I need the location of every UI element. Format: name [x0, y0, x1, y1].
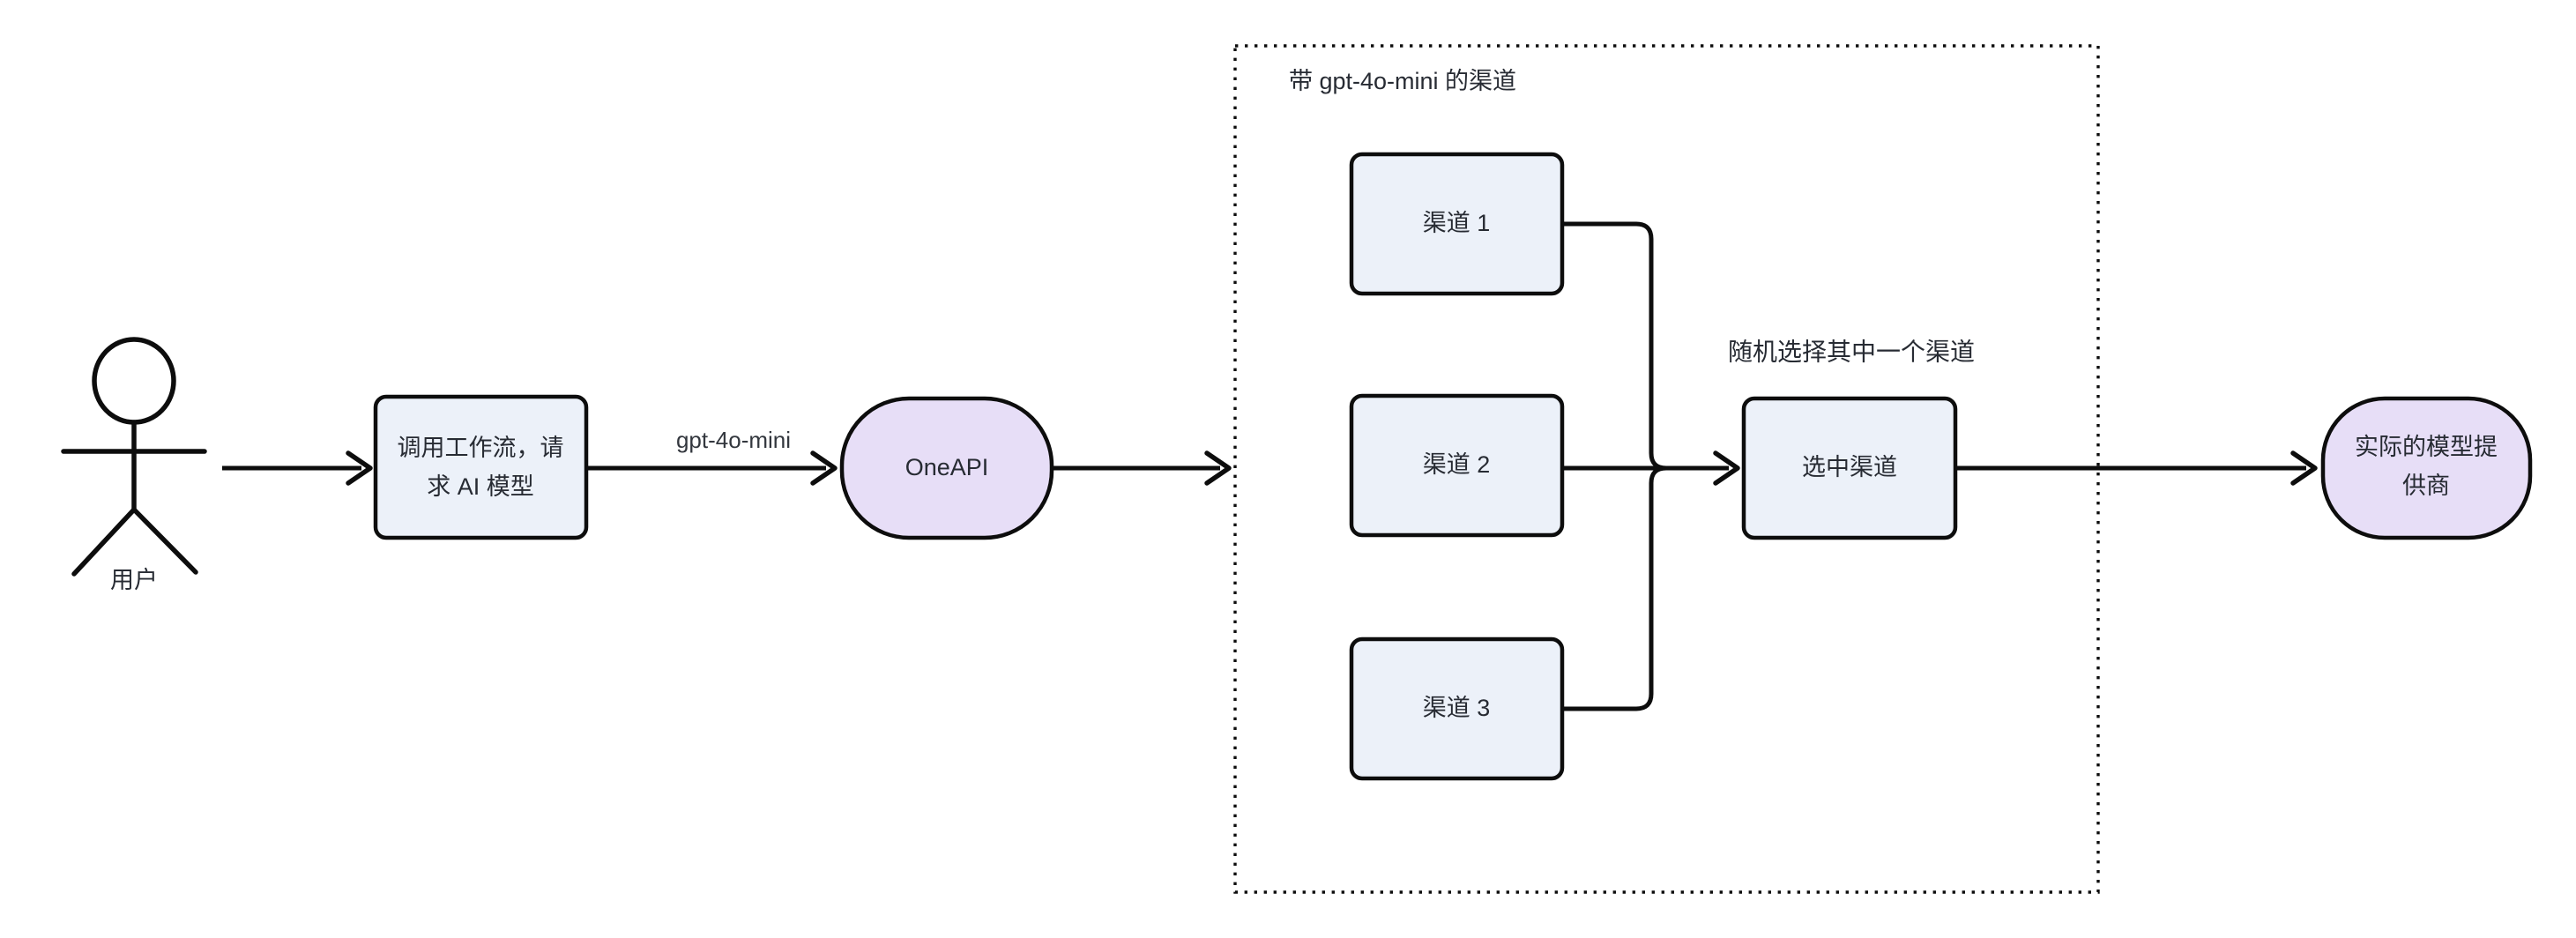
- edge-label-random-select: 随机选择其中一个渠道: [1728, 338, 1975, 365]
- node-provider-label-line1: 实际的模型提: [2355, 434, 2498, 460]
- node-oneapi: OneAPI: [839, 396, 1054, 540]
- node-workflow-box: [373, 394, 589, 540]
- edge-workflow-oneapi: gpt-4o-mini: [586, 427, 838, 486]
- actor-leg-right: [131, 507, 198, 575]
- actor-label: 用户: [110, 567, 158, 593]
- node-workflow: 调用工作流，请 求 AI 模型: [373, 394, 589, 540]
- node-selected: 选中渠道: [1741, 396, 1958, 540]
- edge-user-workflow: [222, 450, 373, 486]
- node-provider-shape: [2320, 396, 2533, 540]
- edge-channel1-merge: [1562, 221, 1667, 471]
- edge-selected-provider: [1955, 450, 2318, 486]
- node-oneapi-label: OneAPI: [905, 454, 989, 480]
- node-channel1-label: 渠道 1: [1423, 210, 1491, 236]
- edge-channel3-merge: [1562, 465, 1667, 711]
- subgraph-channels: 带 gpt-4o-mini 的渠道 渠道 1 渠道 2 渠道 3 随机选择其中一…: [1233, 44, 2100, 894]
- node-workflow-label-line2: 求 AI 模型: [427, 473, 534, 500]
- arrowhead-icon: [1204, 450, 1232, 486]
- node-provider: 实际的模型提 供商: [2320, 396, 2533, 540]
- actor-head: [92, 337, 176, 425]
- subgraph-title: 带 gpt-4o-mini 的渠道: [1289, 68, 1516, 94]
- arrowhead-icon: [810, 450, 838, 486]
- node-selected-label: 选中渠道: [1802, 454, 1897, 480]
- edge-label-model: gpt-4o-mini: [676, 427, 791, 453]
- node-channel3: 渠道 3: [1349, 636, 1565, 781]
- arrowhead-icon: [1713, 450, 1740, 486]
- node-channel3-label: 渠道 3: [1423, 695, 1491, 721]
- edge-oneapi-subgraph: [1052, 450, 1232, 486]
- node-channel2-label: 渠道 2: [1423, 451, 1491, 478]
- edge-channels-merge: [1562, 221, 1740, 711]
- arrowhead-icon: [346, 450, 373, 486]
- node-channel2-box: [1349, 393, 1565, 538]
- node-provider-label-line2: 供商: [2402, 473, 2450, 499]
- arrowhead-icon: [2290, 450, 2318, 486]
- node-workflow-label-line1: 调用工作流，请: [398, 435, 564, 461]
- actor-user: 用户: [61, 337, 207, 593]
- node-channel2: 渠道 2: [1349, 393, 1565, 538]
- actor-leg-left: [71, 507, 137, 577]
- node-channel1: 渠道 1: [1349, 152, 1565, 296]
